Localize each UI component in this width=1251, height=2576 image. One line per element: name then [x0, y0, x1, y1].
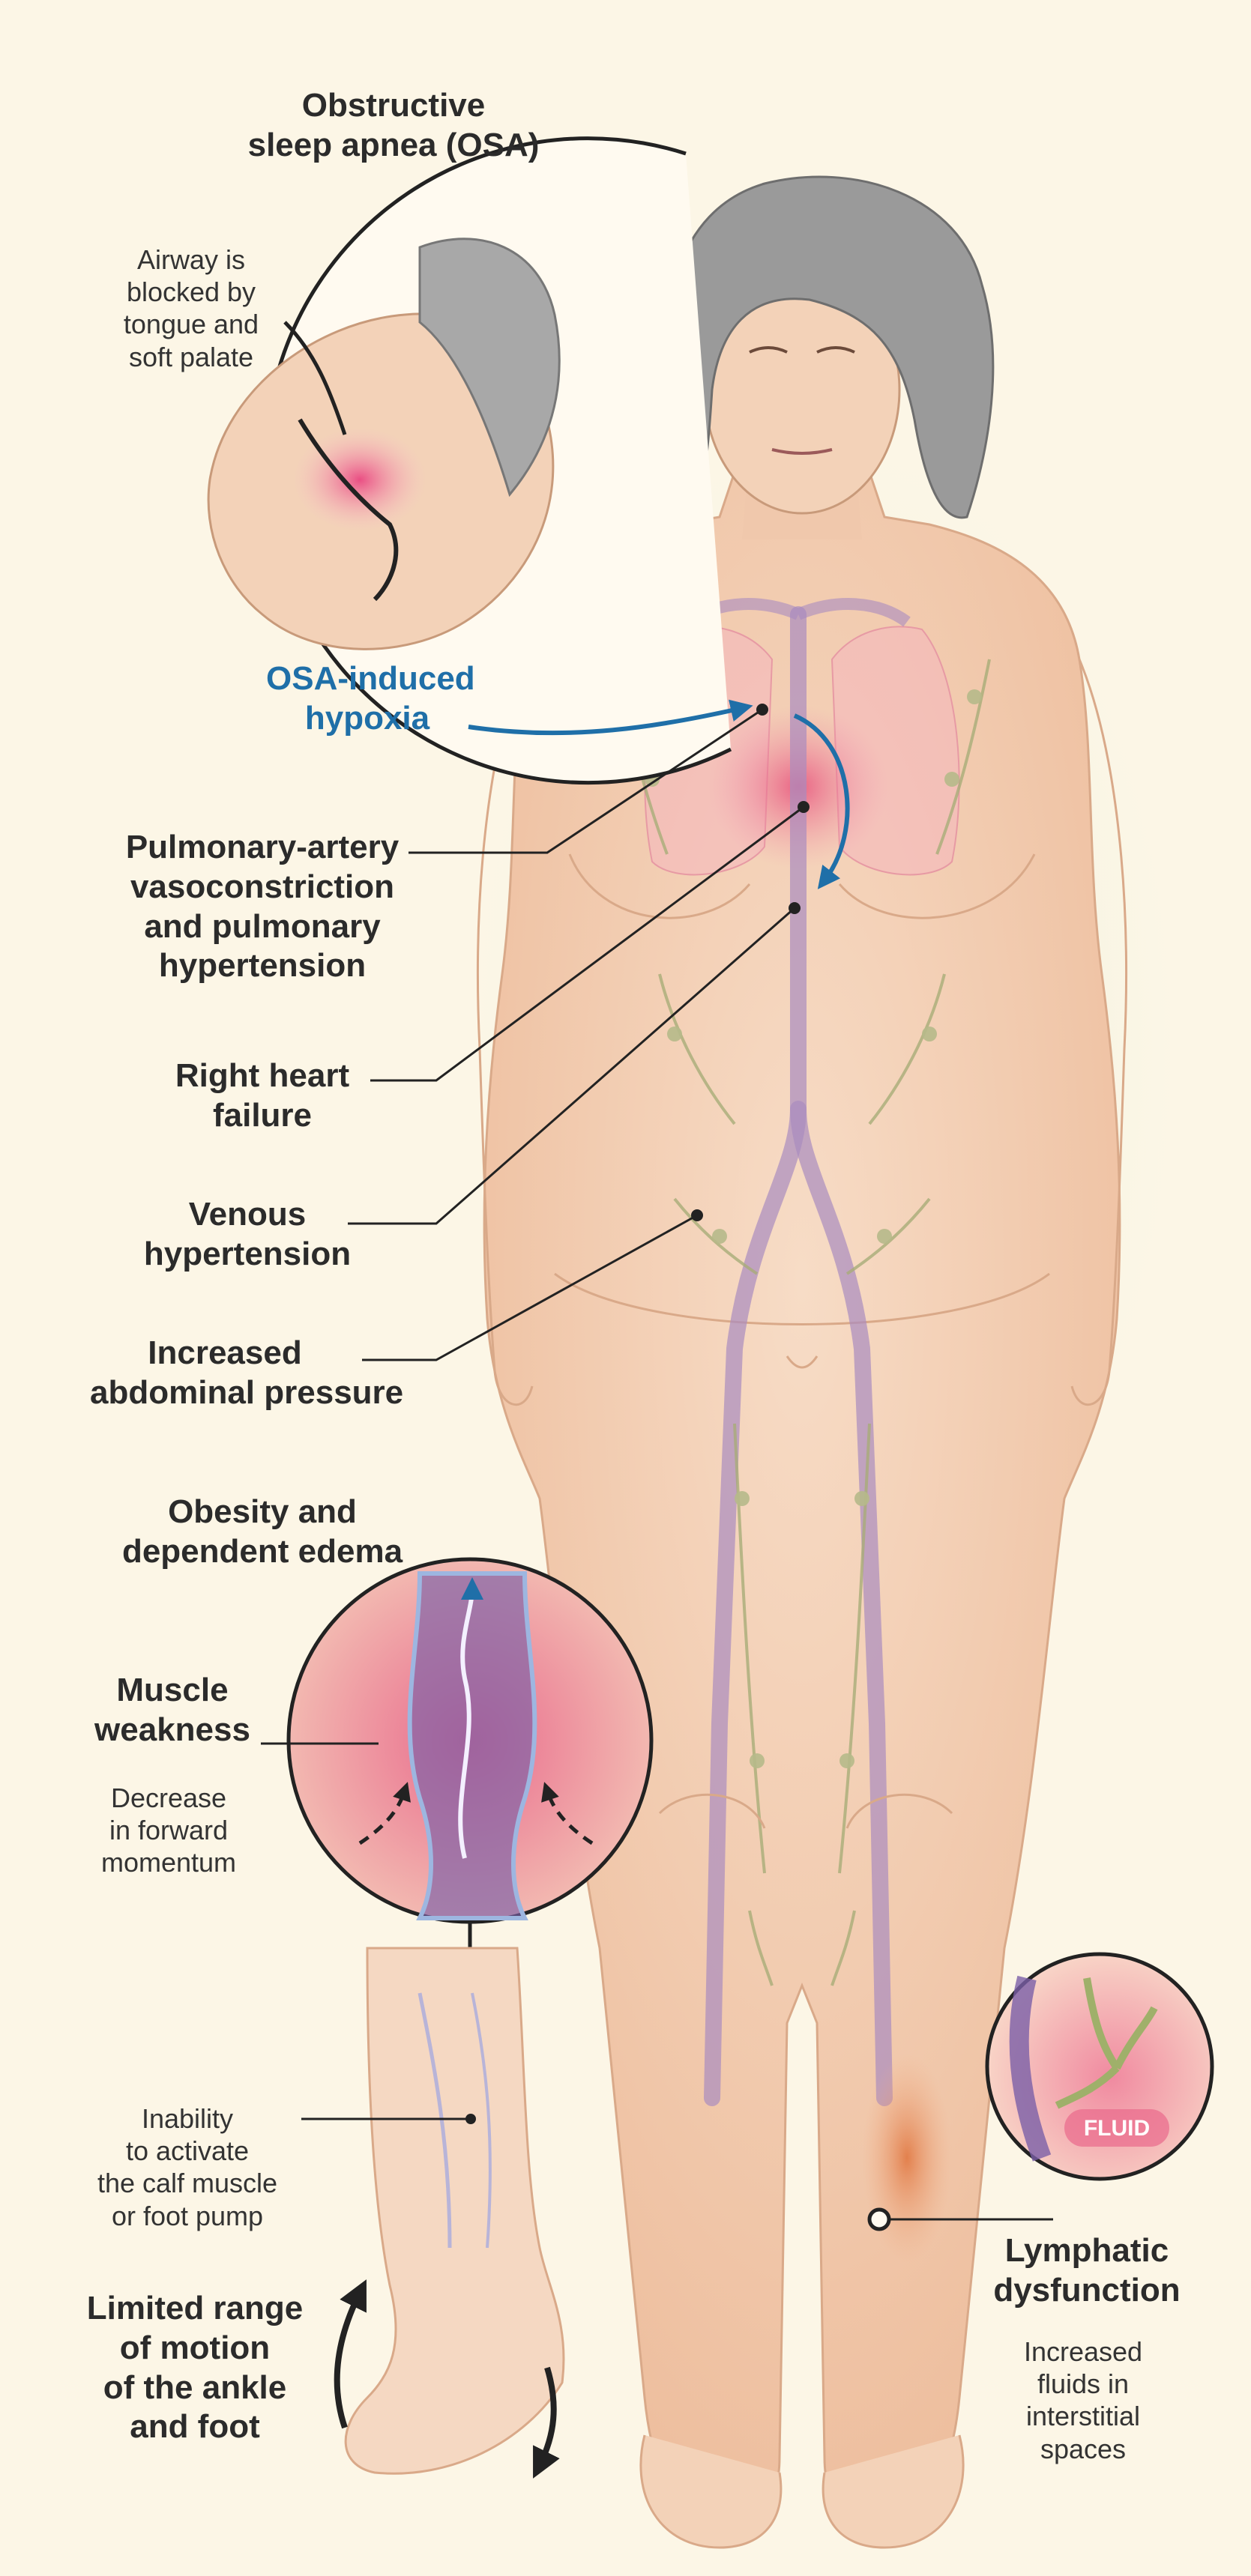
obesity-line2: dependent edema — [121, 1532, 403, 1570]
osa-title-line2: sleep apnea (OSA) — [247, 126, 540, 163]
right-heart-line1: Right heart — [175, 1057, 350, 1094]
abdominal-line2: abdominal pressure — [90, 1373, 404, 1411]
right-heart-line2: failure — [212, 1096, 313, 1134]
lymphatic-zoom — [985, 1952, 1214, 2181]
airway-line4: soft palate — [128, 341, 254, 372]
momentum-line1: Decrease — [110, 1783, 227, 1813]
fluids-line1: Increased — [1023, 2336, 1143, 2367]
inability-line2: to activate — [125, 2135, 250, 2167]
fluids-line2: fluids in — [1037, 2368, 1130, 2400]
venous-label: Venous hypertension — [135, 1195, 360, 1275]
pulmonary-label: Pulmonary-artery vasoconstriction and pu… — [112, 828, 412, 986]
osa-title: Obstructive sleep apnea (OSA) — [225, 86, 562, 166]
airway-line3: tongue and — [123, 309, 259, 340]
fluids-line3: interstitial — [1025, 2401, 1141, 2432]
circulation-arrow — [793, 713, 850, 889]
lymphatic-line1: Lymphatic — [1004, 2232, 1169, 2269]
right-heart-label: Right heart failure — [150, 1056, 375, 1136]
momentum-line3: momentum — [100, 1847, 237, 1878]
inability-label: Inability to activate the calf muscle or… — [75, 2102, 300, 2232]
lymphatic-label: Lymphatic dysfunction — [971, 2231, 1203, 2311]
airway-line2: blocked by — [126, 276, 256, 308]
lower-leg — [334, 1947, 565, 2479]
airway-line1: Airway is — [136, 244, 246, 275]
inability-line1: Inability — [141, 2103, 234, 2134]
rom-line1: Limited range — [86, 2290, 304, 2326]
leader-dots — [465, 704, 810, 2124]
hypoxia-line1: OSA-induced — [266, 660, 475, 697]
woman-figure — [477, 175, 1127, 2549]
momentum-line2: in forward — [109, 1815, 229, 1846]
venous-line1: Venous — [188, 1196, 307, 1233]
muscle-label: Muscle weakness — [75, 1671, 270, 1750]
abdominal-label: Increased abdominal pressure — [90, 1334, 404, 1413]
abdominal-line1: Increased — [148, 1334, 302, 1371]
inability-line4: or foot pump — [111, 2200, 264, 2231]
rom-line3: of the ankle — [103, 2368, 287, 2406]
leader-lines — [261, 708, 1053, 2221]
airway-label: Airway is blocked by tongue and soft pal… — [90, 244, 292, 373]
obesity-line1: Obesity and — [168, 1493, 357, 1530]
osa-title-line1: Obstructive — [301, 87, 486, 124]
hypoxia-label: OSA-induced hypoxia — [266, 659, 475, 739]
venous-line2: hypertension — [143, 1235, 352, 1272]
rom-line4: and foot — [130, 2408, 260, 2446]
obesity-label: Obesity and dependent edema — [97, 1493, 427, 1572]
pulmonary-line2: vasoconstriction — [130, 868, 395, 905]
inability-line3: the calf muscle — [97, 2168, 278, 2199]
pulmonary-line1: Pulmonary-artery — [125, 829, 400, 865]
muscle-zoom — [286, 1557, 654, 2073]
lymph-callout-dot — [867, 2207, 891, 2231]
fluids-label: Increased fluids in interstitial spaces — [986, 2335, 1181, 2465]
lymphatic-line2: dysfunction — [993, 2271, 1181, 2309]
rom-label: Limited range of motion of the ankle and… — [64, 2289, 326, 2447]
osa-inset — [207, 136, 732, 785]
muscle-line1: Muscle — [116, 1672, 229, 1708]
hypoxia-line2: hypoxia — [304, 699, 430, 737]
fluid-tag: FLUID — [1084, 2116, 1150, 2141]
hypoxia-arrow — [468, 699, 753, 736]
pulmonary-line3: and pulmonary — [144, 907, 381, 945]
fluids-line4: spaces — [1040, 2433, 1127, 2464]
rom-line2: of motion — [119, 2329, 271, 2366]
muscle-line2: weakness — [94, 1711, 250, 1748]
momentum-label: Decrease in forward momentum — [71, 1782, 266, 1879]
pulmonary-line4: hypertension — [158, 947, 367, 985]
